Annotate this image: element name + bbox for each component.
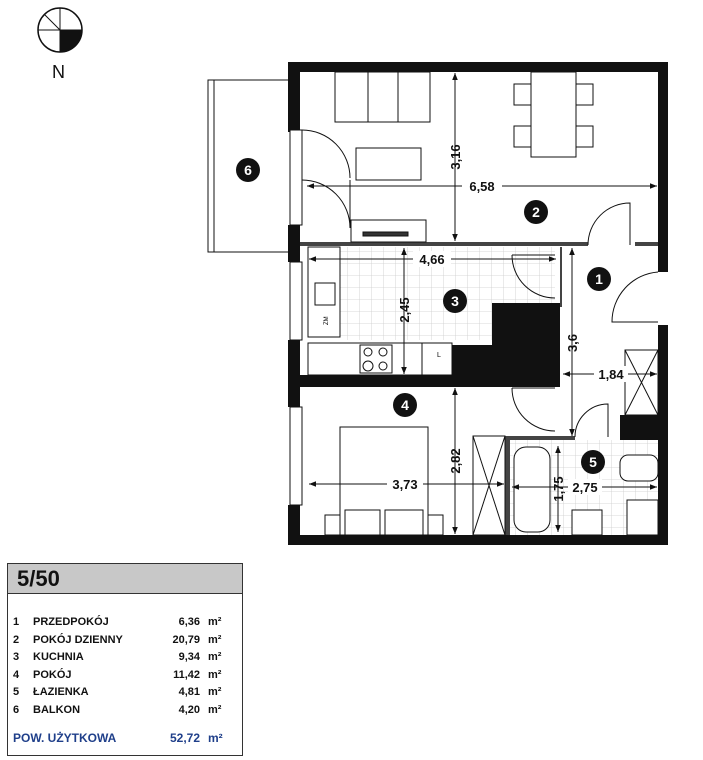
- dim-bedroom-depth: 2,82: [448, 448, 463, 473]
- room-marker-5: 5: [589, 454, 597, 470]
- balcony: [207, 79, 291, 253]
- sink-label: ZM: [324, 316, 330, 325]
- room-marker-1: 1: [595, 271, 603, 287]
- walls: [288, 62, 668, 545]
- dim-bedroom-width: 3,73: [392, 477, 417, 492]
- doors: [301, 129, 659, 438]
- dim-hall-width: 1,84: [598, 367, 624, 382]
- room-marker-2: 2: [532, 204, 540, 220]
- dim-hall-length: 3,6: [565, 334, 580, 352]
- apartment-number: 5/50: [8, 564, 242, 594]
- room-markers: 6 2 1 3 4 5: [236, 158, 611, 474]
- dim-kitchen-depth: 2,45: [397, 297, 412, 322]
- fridge-label: L: [437, 352, 441, 359]
- floor-plan: L ZM 6,58 3,16 4,66 2,45 3,6 1,84 2,82 3…: [37, 7, 668, 545]
- room-marker-6: 6: [244, 162, 252, 178]
- furniture: [307, 71, 659, 536]
- compass-icon: [37, 7, 83, 53]
- dim-living-depth: 3,16: [448, 144, 463, 169]
- windows: [289, 129, 303, 506]
- room-marker-3: 3: [451, 293, 459, 309]
- dim-bath-width: 2,75: [572, 480, 597, 495]
- north-label: N: [52, 62, 65, 82]
- dim-living-width: 6,58: [469, 179, 494, 194]
- dim-bath-depth: 1,75: [551, 476, 566, 501]
- room-marker-4: 4: [401, 397, 409, 413]
- dim-kitchen-width: 4,66: [419, 252, 444, 267]
